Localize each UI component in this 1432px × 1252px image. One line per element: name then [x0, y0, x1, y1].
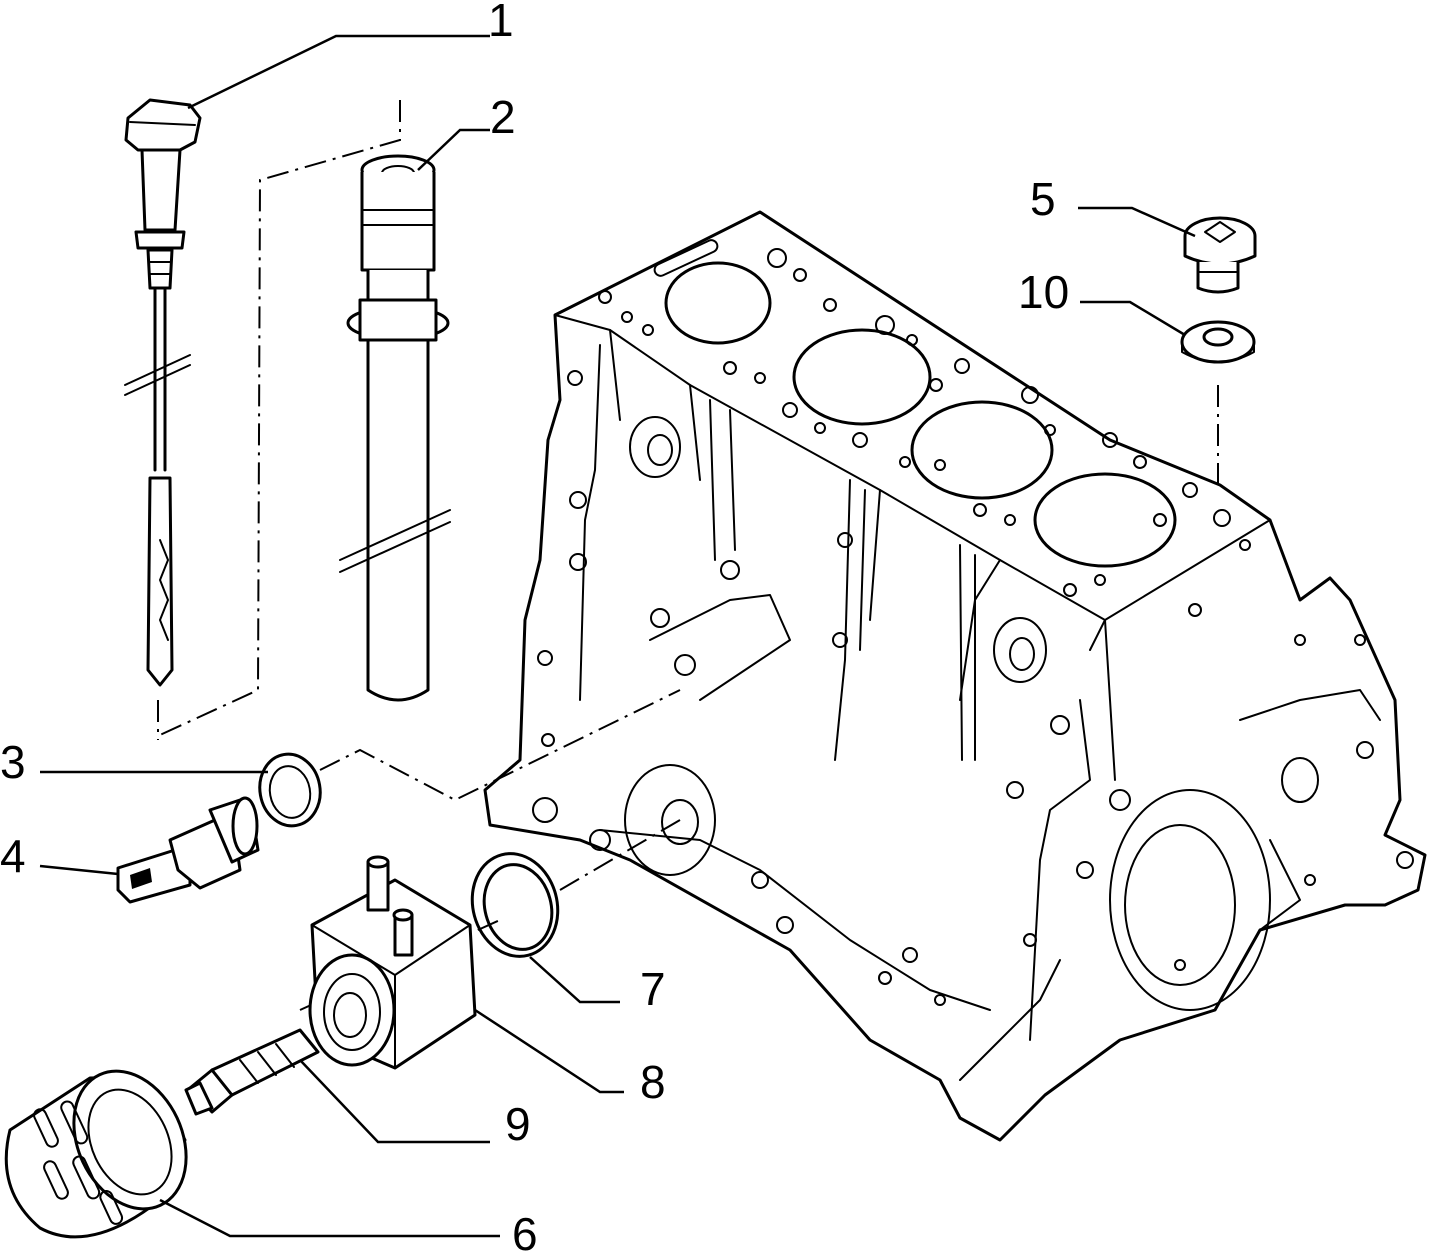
o-ring [470, 852, 560, 958]
cylinder-bore-4 [1033, 472, 1177, 568]
cylinder-bore-3 [910, 400, 1054, 500]
oil-pressure-sender [116, 796, 260, 904]
callout-8: 8 [640, 1056, 666, 1108]
leader-1 [187, 34, 490, 110]
drain-plug [1183, 216, 1257, 294]
engine-block [483, 210, 1427, 1142]
callout-7: 7 [640, 963, 666, 1015]
dipstick [124, 98, 202, 687]
leader-7 [529, 956, 620, 1004]
callout-10: 10 [1018, 266, 1069, 318]
callout-2: 2 [490, 91, 516, 143]
sealing-ring [258, 752, 322, 828]
leader-5 [1078, 206, 1196, 238]
cylinder-bore-2 [792, 328, 932, 426]
leader-10 [1080, 300, 1186, 337]
oil-cooler [308, 855, 477, 1070]
leader-9 [299, 1059, 490, 1144]
leader-2 [417, 128, 490, 171]
leader-lines [39, 34, 1196, 1238]
callout-5: 5 [1030, 173, 1056, 225]
leader-8 [474, 1008, 624, 1094]
leader-4 [39, 864, 119, 876]
callout-3: 3 [0, 736, 26, 788]
leader-6 [159, 1198, 500, 1238]
callout-6: 6 [512, 1208, 538, 1252]
drain-plug-washer [1180, 320, 1256, 364]
dipstick-guide-tube [339, 154, 451, 702]
callout-1: 1 [488, 0, 514, 46]
oil-filter [4, 1069, 188, 1239]
callout-9: 9 [505, 1098, 531, 1150]
callout-4: 4 [0, 830, 26, 882]
threaded-union [184, 1028, 320, 1116]
cylinder-bore-1 [664, 261, 772, 345]
callout-numbers: 1 2 3 4 5 10 7 8 9 6 [0, 0, 1069, 1252]
